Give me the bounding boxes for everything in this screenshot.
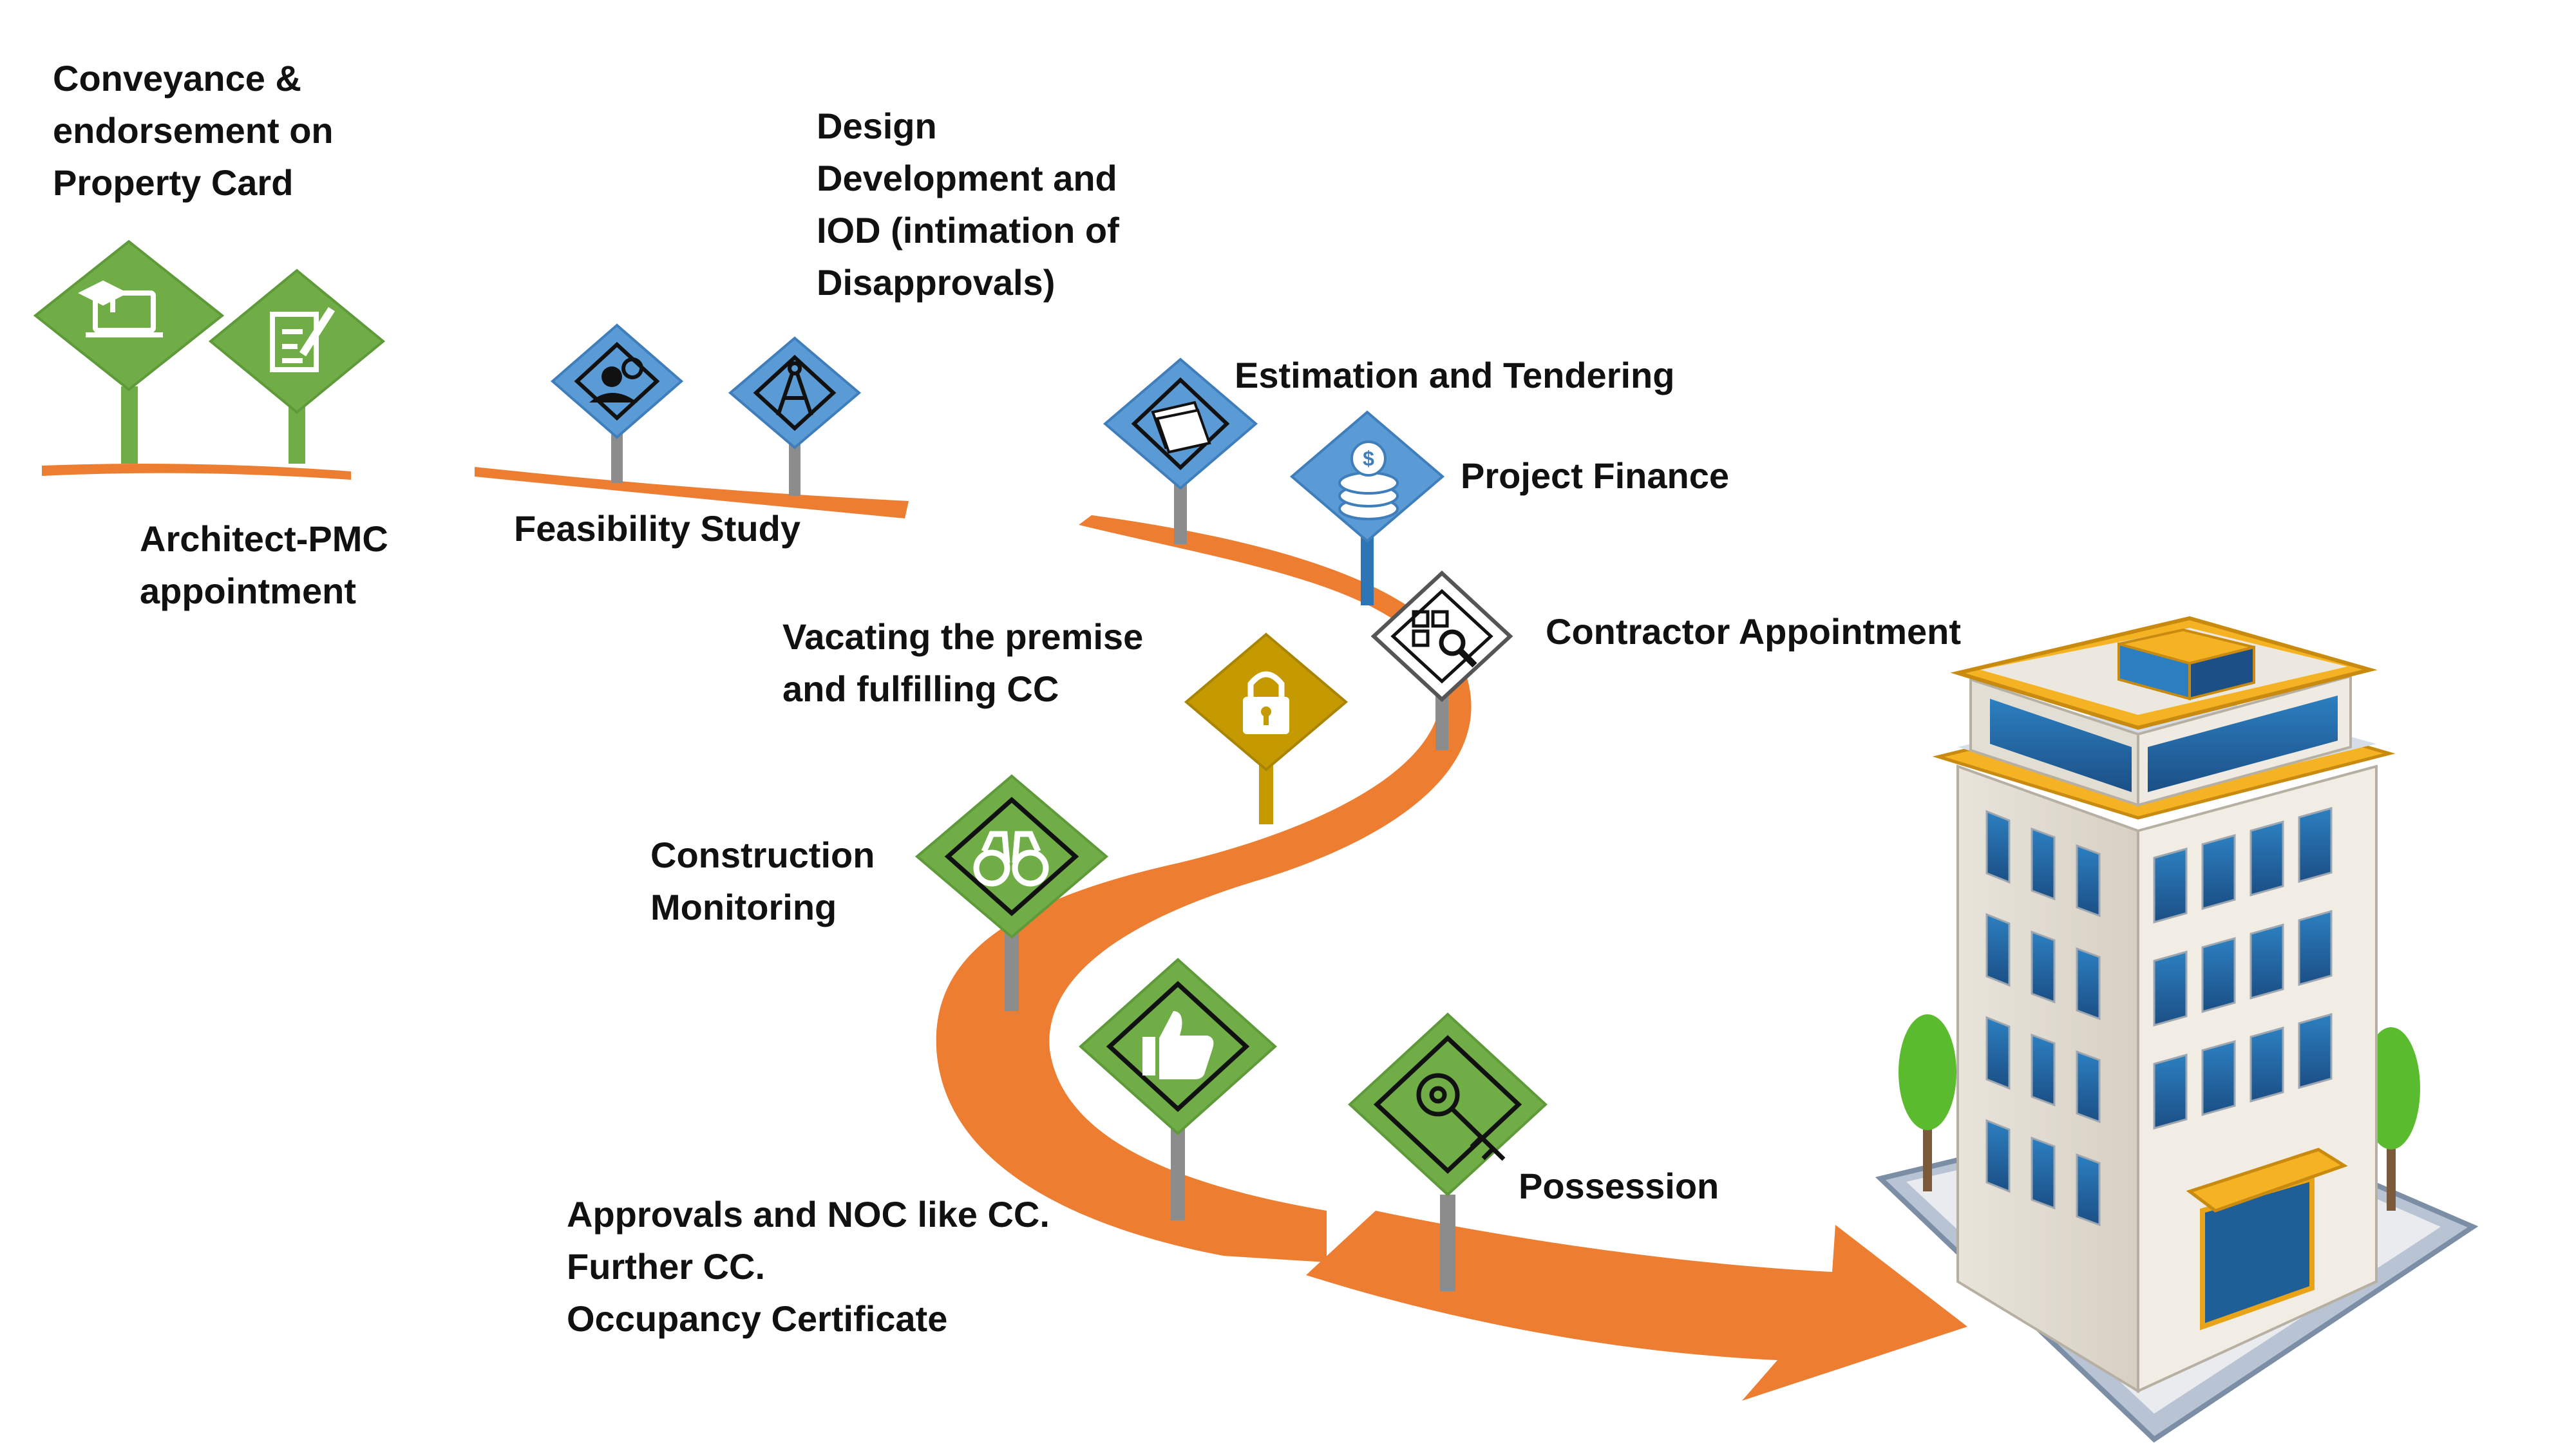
label-line: Disapprovals) — [817, 262, 1056, 303]
label-feasibility: Feasibility Study — [514, 502, 800, 554]
key-icon — [1416, 1073, 1506, 1161]
label-line: Contractor Appointment — [1546, 611, 1961, 652]
road-segment-3 — [936, 515, 1472, 1262]
label-line: endorsement on — [53, 110, 334, 151]
road-arrow — [1306, 1211, 1967, 1401]
tree-left — [1899, 1014, 1956, 1191]
sign-design — [728, 336, 862, 496]
label-line: and fulfilling CC — [782, 668, 1059, 709]
sign-finance: $ — [1289, 410, 1445, 605]
label-line: Construction — [650, 835, 875, 875]
label-line: Possession — [1519, 1166, 1719, 1206]
svg-text:$: $ — [1363, 447, 1374, 470]
padlock-icon — [1243, 671, 1289, 734]
label-line: Vacating the premise — [782, 616, 1144, 657]
label-line: Project Finance — [1461, 455, 1730, 496]
papers-icon — [1151, 401, 1211, 454]
label-line: IOD (intimation of — [817, 210, 1119, 251]
label-finance: Project Finance — [1461, 450, 1729, 502]
sign-approvals — [1078, 958, 1278, 1220]
road-segment-2 — [475, 467, 909, 518]
document-edit-icon — [270, 307, 336, 372]
label-line: Monitoring — [650, 887, 837, 927]
label-line: Design — [817, 106, 937, 146]
label-line: Further CC. — [567, 1246, 765, 1287]
label-vacating: Vacating the premise and fulfilling CC — [782, 611, 1143, 715]
label-line: Feasibility Study — [514, 508, 800, 549]
label-line: Property Card — [53, 162, 294, 203]
label-line: Architect-PMC — [140, 518, 388, 559]
road-segment-1 — [42, 464, 351, 480]
qr-search-icon — [1412, 610, 1477, 668]
label-estimation: Estimation and Tendering — [1235, 349, 1674, 401]
sign-feasibility — [550, 323, 684, 483]
office-building-icon — [1875, 616, 2479, 1443]
binoculars-icon — [973, 831, 1049, 887]
road — [42, 464, 1967, 1401]
label-approvals: Approvals and NOC like CC. Further CC. Occ… — [567, 1188, 1050, 1345]
sign-architect-pmc — [208, 269, 386, 464]
label-architect-pmc: Architect-PMC appointment — [140, 513, 388, 617]
building-entrance — [2186, 1148, 2348, 1331]
signs: $ — [33, 240, 1548, 1291]
thumbs-up-icon — [1142, 1011, 1214, 1079]
label-line: Development and — [817, 158, 1117, 198]
label-line: appointment — [140, 571, 356, 611]
label-line: Conveyance & — [53, 58, 301, 99]
label-possession: Possession — [1519, 1160, 1719, 1212]
sign-vacating — [1184, 632, 1349, 824]
label-conveyance: Conveyance & endorsement on Property Card — [53, 52, 334, 209]
sign-estimation — [1103, 357, 1258, 544]
sign-monitoring — [914, 774, 1109, 1011]
label-line: Occupancy Certificate — [567, 1298, 948, 1339]
person-magnifier-icon — [589, 357, 643, 402]
label-line: Approvals and NOC like CC. — [567, 1194, 1050, 1235]
sign-contractor — [1370, 570, 1513, 750]
label-line: Estimation and Tendering — [1235, 355, 1675, 395]
laptop-graduate-icon — [78, 280, 163, 337]
compass-icon — [776, 361, 813, 416]
sign-conveyance — [33, 240, 225, 464]
label-contractor: Contractor Appointment — [1546, 605, 1961, 658]
sign-possession — [1348, 1012, 1548, 1291]
coins-icon: $ — [1338, 440, 1399, 520]
